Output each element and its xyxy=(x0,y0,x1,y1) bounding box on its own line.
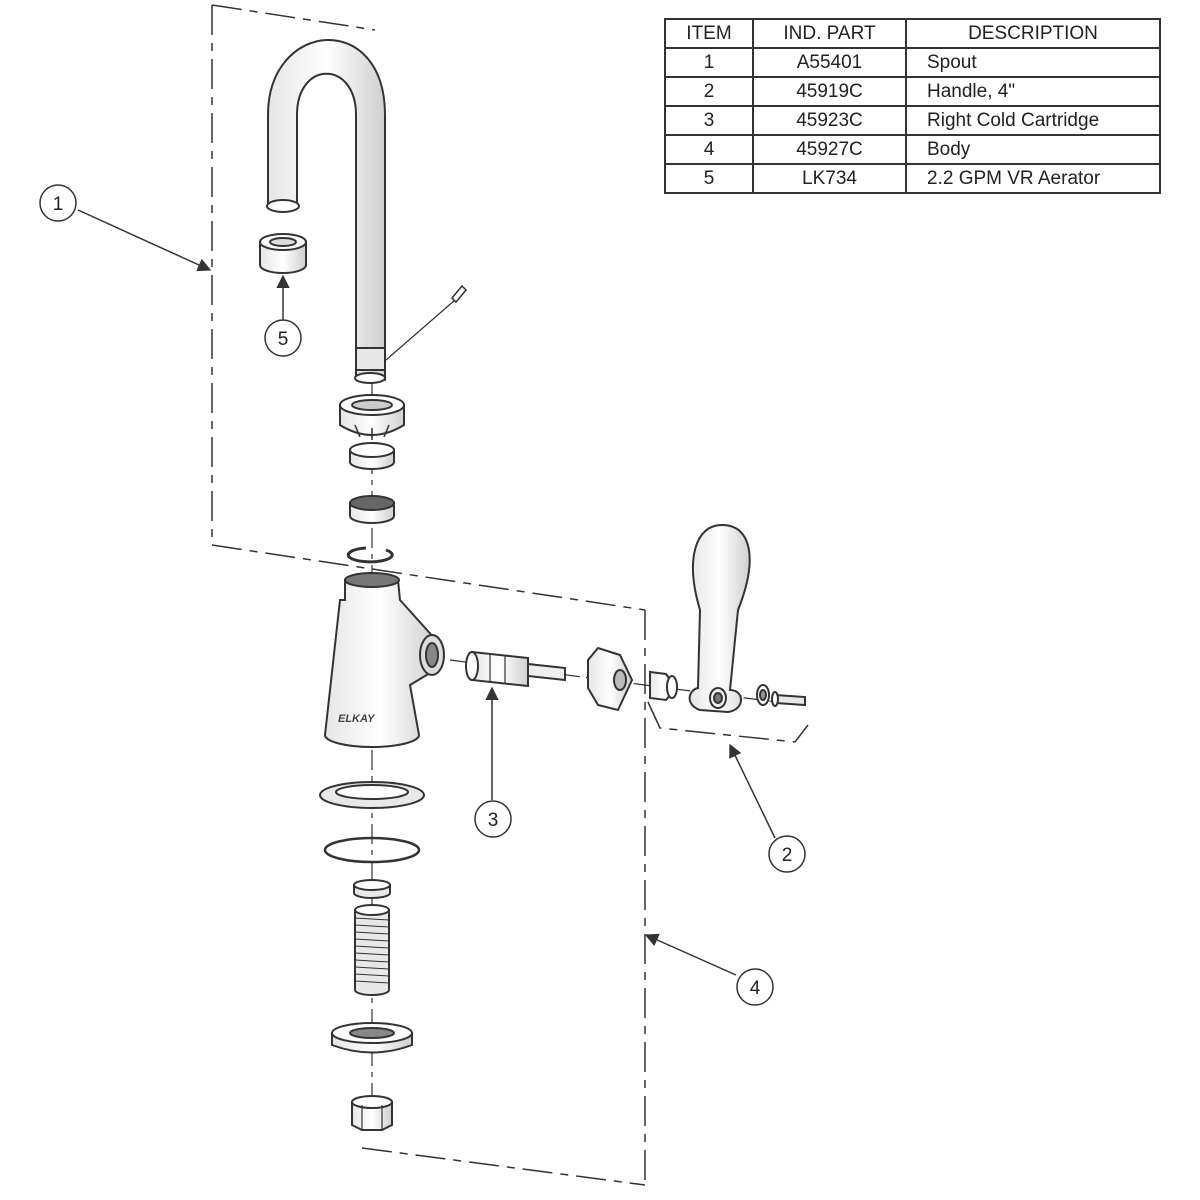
svg-text:1: 1 xyxy=(53,194,64,215)
body-group-boundary xyxy=(361,610,646,1186)
spout-pin xyxy=(450,284,468,304)
spout xyxy=(266,39,386,384)
header-item: ITEM xyxy=(664,18,754,49)
cell-description: Spout xyxy=(905,47,1161,78)
cell-description: Right Cold Cartridge xyxy=(905,105,1161,136)
callout-1: 1 xyxy=(39,184,77,222)
lock-nut xyxy=(331,1022,413,1054)
cartridge xyxy=(465,650,566,688)
svg-text:2: 2 xyxy=(782,845,793,866)
table-row: 5 LK734 2.2 GPM VR Aerator xyxy=(664,163,1161,194)
svg-text:5: 5 xyxy=(278,329,289,350)
spout-bushing xyxy=(349,495,395,524)
header-description: DESCRIPTION xyxy=(905,18,1161,49)
brand-logo-text: ELKAY xyxy=(338,713,376,725)
cell-description: Body xyxy=(905,134,1161,165)
cell-part: LK734 xyxy=(752,163,907,194)
spout-ring xyxy=(349,442,395,470)
svg-text:3: 3 xyxy=(488,810,499,831)
cell-part: 45919C xyxy=(752,76,907,107)
snap-ring xyxy=(346,546,394,564)
table-row: 2 45919C Handle, 4" xyxy=(664,76,1161,107)
cell-item: 5 xyxy=(664,163,754,194)
cell-item: 3 xyxy=(664,105,754,136)
spout-nut xyxy=(339,394,405,440)
small-washer xyxy=(353,879,391,899)
table-row: 3 45923C Right Cold Cartridge xyxy=(664,105,1161,136)
mounting-washer xyxy=(319,781,425,809)
callout-2: 2 xyxy=(768,835,806,873)
svg-text:4: 4 xyxy=(750,978,761,999)
wrist-blade-handle xyxy=(688,523,751,714)
header-ind-part: IND. PART xyxy=(752,18,907,49)
table-row: 1 A55401 Spout xyxy=(664,47,1161,78)
cell-item: 2 xyxy=(664,76,754,107)
cell-part: 45927C xyxy=(752,134,907,165)
o-ring xyxy=(323,836,421,864)
spout-pin-leader xyxy=(385,299,456,361)
leader-lines xyxy=(77,209,776,976)
threaded-shank xyxy=(354,904,390,996)
table-row: 4 45927C Body xyxy=(664,134,1161,165)
table-header-row: ITEM IND. PART DESCRIPTION xyxy=(664,18,1161,49)
cell-item: 1 xyxy=(664,47,754,78)
coupling-nut xyxy=(351,1095,393,1131)
handle-adapter xyxy=(587,646,634,712)
cell-item: 4 xyxy=(664,134,754,165)
aerator xyxy=(259,233,307,274)
parts-list-table: ITEM IND. PART DESCRIPTION 1 A55401 Spou… xyxy=(664,18,1161,194)
handle-screw-washer xyxy=(756,684,806,707)
handle-group-bracket xyxy=(647,701,809,743)
handle-bushing xyxy=(649,670,678,702)
cell-part: 45923C xyxy=(752,105,907,136)
callout-4: 4 xyxy=(736,968,774,1006)
callout-3: 3 xyxy=(474,800,512,838)
cell-description: 2.2 GPM VR Aerator xyxy=(905,163,1161,194)
spout-group-boundary xyxy=(211,4,646,611)
callout-5: 5 xyxy=(264,319,302,357)
cell-description: Handle, 4" xyxy=(905,76,1161,107)
faucet-body xyxy=(323,572,445,748)
cell-part: A55401 xyxy=(752,47,907,78)
axis-lines xyxy=(371,380,801,1100)
